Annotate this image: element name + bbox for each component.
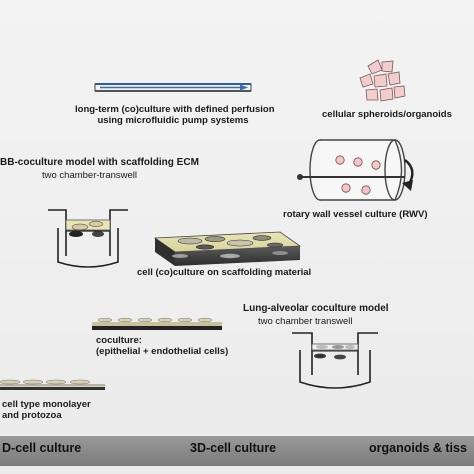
coculture-slab-illustration xyxy=(92,318,222,330)
monolayer-label-line2: and protozoa xyxy=(2,410,62,421)
bar-label-2d: D-cell culture xyxy=(2,441,82,455)
lung-model-subtitle: two chamber transwell xyxy=(258,316,353,327)
perfusion-label-line2: using microfluidic pump systems xyxy=(97,115,249,126)
spheroid-cluster-illustration xyxy=(359,59,406,102)
monolayer-label-line1: cell type monolayer xyxy=(2,399,91,410)
perfusion-label-line1: long-term (co)culture with defined perfu… xyxy=(75,104,275,115)
coculture-label: coculture: (epithelial + endothelial cel… xyxy=(96,335,228,357)
microfluidic-channel-illustration xyxy=(94,83,252,92)
spheroids-label: cellular spheroids/organoids xyxy=(322,109,452,120)
perfusion-label: long-term (co)culture with defined perfu… xyxy=(75,104,275,126)
monolayer-label: cell type monolayer and protozoa xyxy=(2,399,91,421)
scaffold-label: cell (co)culture on scaffolding material xyxy=(137,267,312,278)
lung-model-title: Lung-alveolar coculture model xyxy=(243,303,389,314)
bbb-model-subtitle: two chamber-transwell xyxy=(42,170,138,181)
coculture-label-line2: (epithelial + endothelial cells) xyxy=(96,346,229,357)
bar-label-organoids: organoids & tiss xyxy=(369,441,467,455)
culture-type-bar xyxy=(0,436,474,466)
bbb-transwell-illustration xyxy=(48,209,128,268)
rotary-wall-vessel-illustration xyxy=(297,139,414,201)
rwv-label: rotary wall vessel culture (RWV) xyxy=(283,209,428,220)
scaffold-block-illustration xyxy=(153,231,302,266)
monolayer-illustration xyxy=(0,379,105,390)
coculture-label-line1: coculture: xyxy=(96,335,142,346)
bbb-model-title: BB-coculture model with scaffolding ECM xyxy=(0,157,199,168)
lung-transwell-illustration xyxy=(292,332,378,389)
bar-label-3d: 3D-cell culture xyxy=(190,441,277,455)
